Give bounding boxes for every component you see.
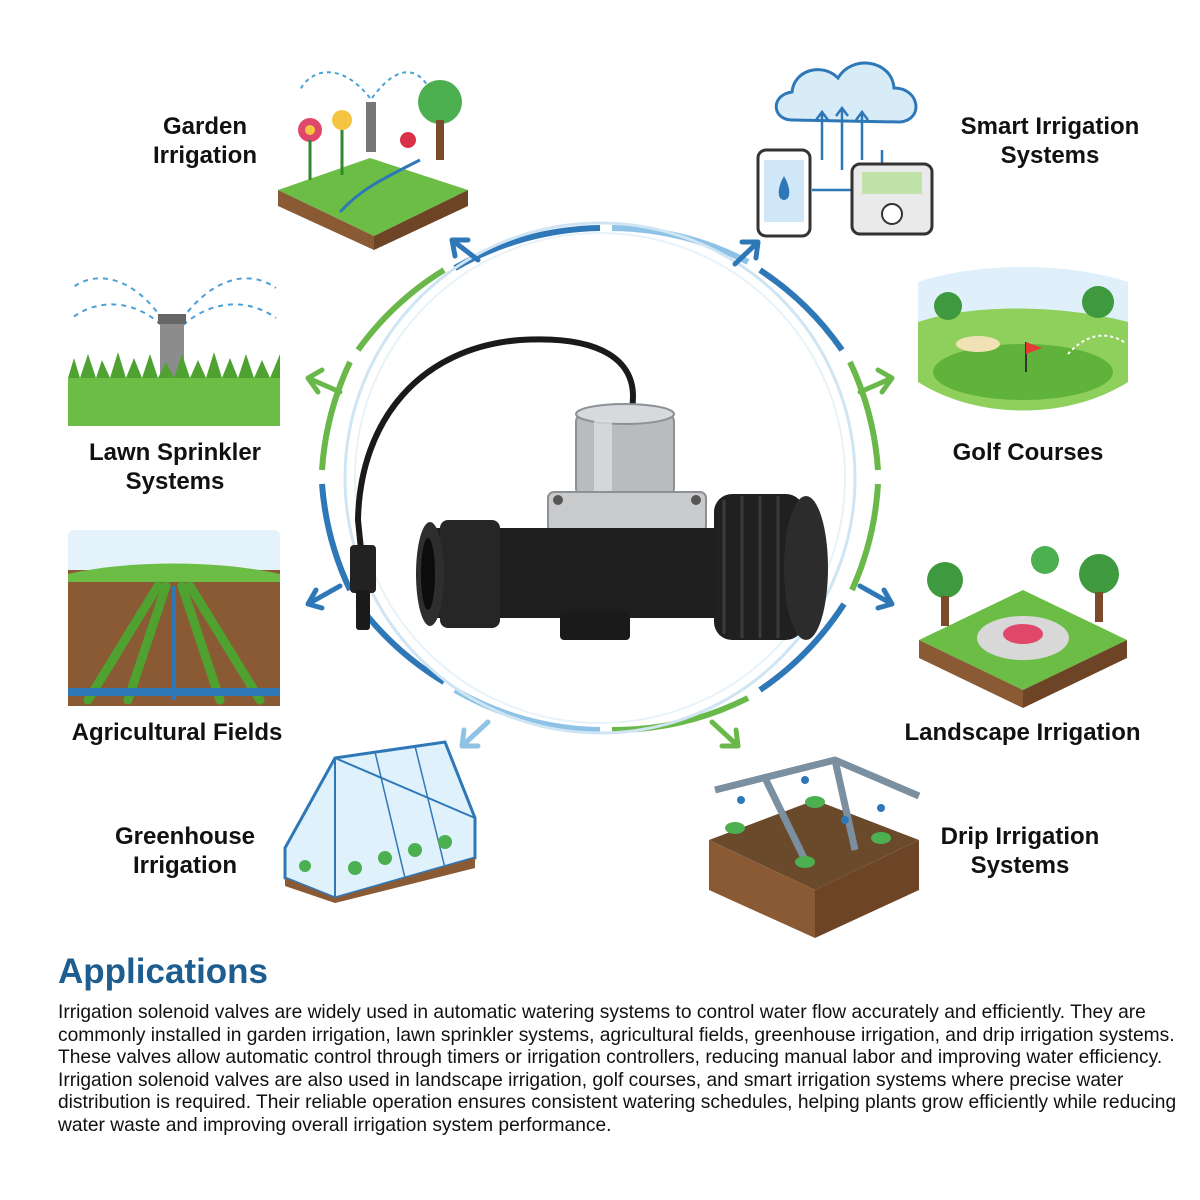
drip-illustration [709, 756, 921, 938]
label-golf-courses: Golf Courses [952, 439, 1104, 466]
section-description: Irrigation solenoid valves are widely us… [58, 1002, 1177, 1136]
label-smart-irrigation: Smart Irrigation Systems [960, 113, 1140, 169]
flower-icon [332, 110, 352, 130]
arrow-lawn [305, 367, 343, 395]
tree-icon [1082, 286, 1114, 318]
golf-illustration [918, 267, 1128, 411]
ring-segment [758, 602, 847, 693]
ring-segment [355, 267, 446, 352]
arrow-garden [449, 237, 481, 263]
lawn-sprinkler-illustration [68, 277, 280, 426]
ring-segment [319, 360, 353, 471]
ring-segment [849, 483, 881, 592]
flow-ring [305, 221, 895, 749]
label-garden-irrigation: Garden Irrigation [152, 113, 257, 169]
arrow-drip [709, 719, 741, 749]
label-drip-irrigation: Drip Irrigation Systems [940, 823, 1100, 879]
section-heading: Applications [58, 952, 269, 991]
arrow-golf [857, 367, 895, 395]
water-drop-icon [737, 776, 885, 824]
arrow-smart [732, 239, 761, 267]
label-landscape-irrigation: Landscape Irrigation [904, 719, 1141, 746]
solenoid-valve [350, 336, 828, 640]
arrow-landscape [857, 583, 895, 611]
cloud-icon [774, 61, 918, 124]
sand-bunker [956, 336, 1000, 352]
arrow-agri [305, 583, 343, 611]
label-lawn-sprinkler: Lawn Sprinkler Systems [88, 439, 262, 495]
tree-icon [934, 292, 962, 320]
greenhouse-illustration [283, 740, 477, 903]
arrow-greenhouse [459, 719, 491, 749]
tree-icon [1031, 546, 1059, 574]
landscape-illustration [919, 546, 1127, 708]
tree-icon [1079, 554, 1119, 594]
ring-segment [611, 695, 750, 734]
ring-segment [847, 360, 881, 471]
tree-icon [418, 80, 462, 124]
ring-segment [319, 483, 353, 592]
ring-segment [758, 267, 845, 352]
label-greenhouse-irrigation: Greenhouse Irrigation [114, 823, 256, 879]
cable-connector [350, 545, 376, 593]
inner-ring [354, 232, 846, 724]
smart-illustration [756, 61, 934, 238]
flower-bed [1003, 624, 1043, 644]
agricultural-illustration [68, 530, 280, 706]
label-agricultural-fields: Agricultural Fields [71, 719, 283, 746]
inner-ring [343, 221, 857, 735]
garden-illustration [278, 71, 468, 250]
drip-pipe [714, 756, 921, 862]
tree-icon [927, 562, 963, 598]
